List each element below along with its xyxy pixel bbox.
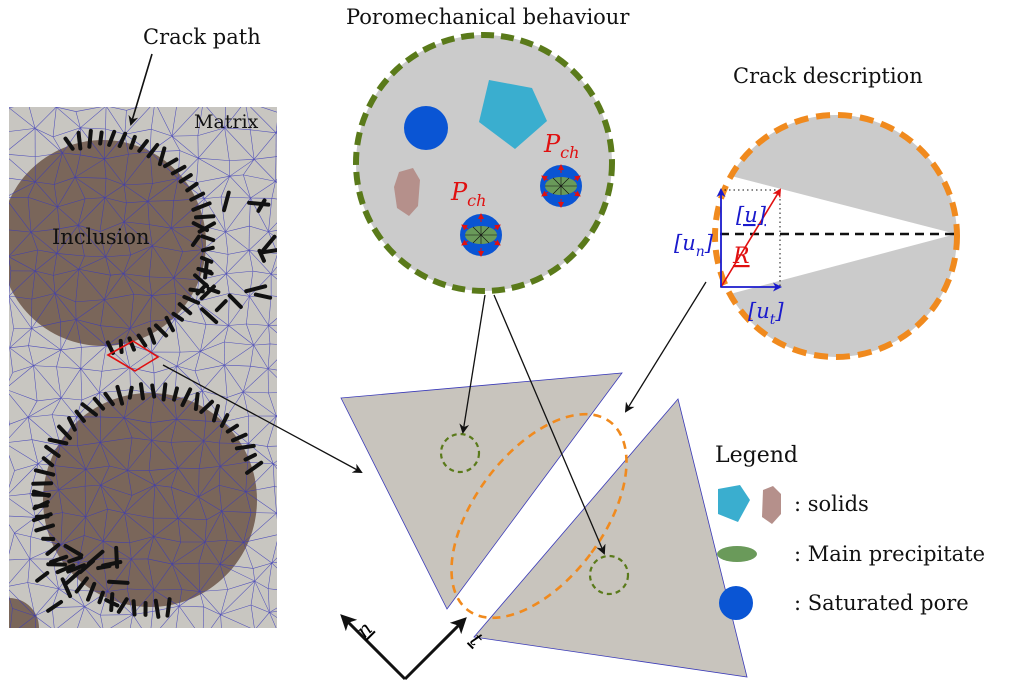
legend-title: Legend	[715, 443, 798, 468]
crack-zoom-marker	[450, 412, 628, 620]
poromechanical-title: Poromechanical behaviour	[346, 5, 630, 29]
saturated-pore	[404, 106, 448, 150]
poromechanical-circle: Pch Pch	[353, 32, 615, 294]
normal-label: n	[351, 617, 377, 643]
mesh-panel: Matrix Inclusion	[9, 107, 277, 628]
pressure-label-1: Pch	[450, 178, 486, 210]
pore-with-precipitate-2	[540, 164, 582, 208]
poro-zoom-marker	[439, 432, 481, 474]
jump-ut-label: [ut]	[748, 299, 784, 328]
legend-pore-icon	[719, 586, 753, 620]
jump-vector-u	[720, 188, 782, 288]
jump-u-label: [u]	[736, 203, 767, 227]
legend-solid-cyan-icon	[718, 485, 750, 522]
arrow-mesh-to-element	[162, 364, 363, 473]
solid-pink	[394, 168, 420, 216]
selected-element	[106, 340, 160, 372]
legend-item-pore: : Saturated pore	[794, 591, 969, 615]
right-triangle	[473, 398, 748, 678]
legend: Legend : solids : Main precipitate : Sat…	[715, 443, 985, 620]
inclusion-label: Inclusion	[52, 225, 149, 249]
crack-description-title: Crack description	[733, 64, 923, 88]
pressure-label-2: Pch	[543, 130, 579, 162]
crack-path-title: Crack path	[143, 25, 261, 49]
rotation-r-label: R	[732, 244, 750, 269]
tangent-axis-arrow	[403, 617, 467, 681]
jump-un-label: [un]	[674, 231, 714, 260]
matrix-label: Matrix	[194, 111, 259, 133]
normal-axis-arrow	[340, 614, 407, 681]
arrow-crack-to-gap	[624, 281, 707, 413]
interface-element	[340, 372, 748, 678]
inclusion-bottom	[43, 393, 257, 607]
legend-precipitate-icon	[717, 546, 757, 562]
solid-cyan	[479, 80, 547, 149]
crack-segments	[31, 128, 277, 619]
local-frame: n t	[340, 614, 489, 681]
legend-solid-pink-icon	[762, 486, 781, 524]
crack-description-circle: [u] R [un] [ut]	[674, 112, 960, 360]
connector-arrows	[162, 281, 707, 555]
tangent-label: t	[465, 628, 488, 651]
legend-item-solids: : solids	[794, 492, 869, 516]
poro-zoom-marker-2	[588, 554, 630, 596]
crack-path-arrow	[128, 53, 153, 126]
arrow-poro-to-right	[493, 294, 606, 555]
arrow-poro-to-left	[459, 294, 486, 434]
inclusion-corner	[9, 598, 39, 628]
pore-with-precipitate-1	[460, 213, 502, 257]
legend-item-precipitate: : Main precipitate	[794, 542, 985, 566]
